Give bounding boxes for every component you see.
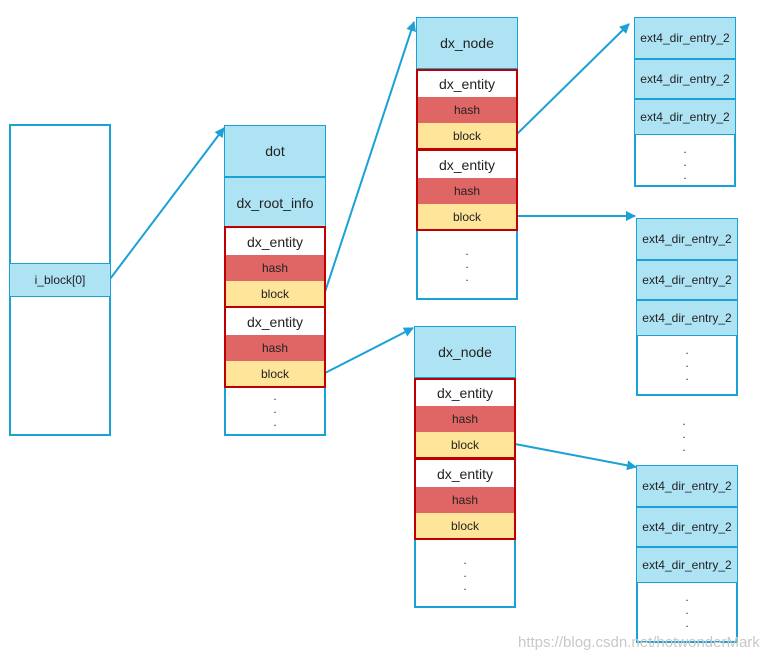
block-field: block [416,432,514,457]
dir-entry: ext4_dir_entry_2 [636,507,738,547]
continuation-dots: . . . [273,389,277,429]
hash-field: hash [418,97,516,123]
dir-entry: ext4_dir_entry_2 [634,17,736,59]
arrow-root-to-node-top [324,21,416,293]
entity-label: dx_entity [226,308,324,335]
hash-field: hash [416,487,514,513]
node-top-dx-entity-2: dx_entity hash block [416,149,518,231]
continuation-dots: . . . [685,343,689,383]
block-field: block [416,513,514,538]
watermark: https://blog.csdn.net/hotwonderMark [518,634,760,651]
node-bottom-dx-entity-1: dx_entity hash block [414,378,516,459]
entity-label: dx_entity [416,460,514,487]
dir-entry: ext4_dir_entry_2 [636,218,738,260]
dir-entry: ext4_dir_entry_2 [636,300,738,336]
root-dx-entity-1: dx_entity hash block [224,226,326,308]
node-bottom-dx-entity-2: dx_entity hash block [414,458,516,540]
continuation-dots: . . . [465,244,469,284]
inode-block: i_block[0] [9,124,111,436]
hash-field: hash [226,335,324,361]
iblock-entry: i_block[0] [9,263,111,297]
entity-label: dx_entity [226,228,324,255]
arrow-iblock-to-root [109,127,225,280]
between-leaf-dots: . . . [682,414,686,454]
hash-field: hash [226,255,324,281]
entity-label: dx_entity [418,71,516,97]
dir-entry: ext4_dir_entry_2 [634,59,736,99]
continuation-dots: . . . [463,553,467,593]
arrow-node-bottom-to-leaf3 [514,443,637,471]
dir-entry: ext4_dir_entry_2 [636,465,738,507]
dx-node-title: dx_node [414,326,516,378]
hash-field: hash [416,406,514,432]
block-field: block [418,204,516,229]
continuation-dots: . . . [685,590,689,630]
entity-label: dx_entity [416,380,514,406]
block-field: block [418,123,516,148]
block-field: block [226,281,324,306]
arrow-root-to-node-bottom [324,327,414,374]
dir-entry: ext4_dir_entry_2 [636,547,738,583]
continuation-dots: . . . [683,142,687,182]
hash-field: hash [418,178,516,204]
block-field: block [226,361,324,386]
dx-root-info: dx_root_info [224,177,326,228]
leaf-block-1: ext4_dir_entry_2 ext4_dir_entry_2 ext4_d… [634,17,736,187]
dx-root-block: dot dx_root_info dx_entity hash block dx… [224,125,326,436]
root-dx-entity-2: dx_entity hash block [224,306,326,388]
entity-label: dx_entity [418,151,516,178]
dx-node-bottom: dx_node dx_entity hash block dx_entity h… [414,326,516,608]
dx-node-top: dx_node dx_entity hash block dx_entity h… [416,17,518,300]
dir-entry: ext4_dir_entry_2 [634,99,736,135]
node-top-dx-entity-1: dx_entity hash block [416,69,518,150]
leaf-block-3: ext4_dir_entry_2 ext4_dir_entry_2 ext4_d… [636,465,738,643]
dx-node-title: dx_node [416,17,518,69]
dot-entry: dot [224,125,326,177]
dir-entry: ext4_dir_entry_2 [636,260,738,300]
leaf-block-2: ext4_dir_entry_2 ext4_dir_entry_2 ext4_d… [636,218,738,396]
arrow-node-top-to-leaf1 [516,23,630,135]
